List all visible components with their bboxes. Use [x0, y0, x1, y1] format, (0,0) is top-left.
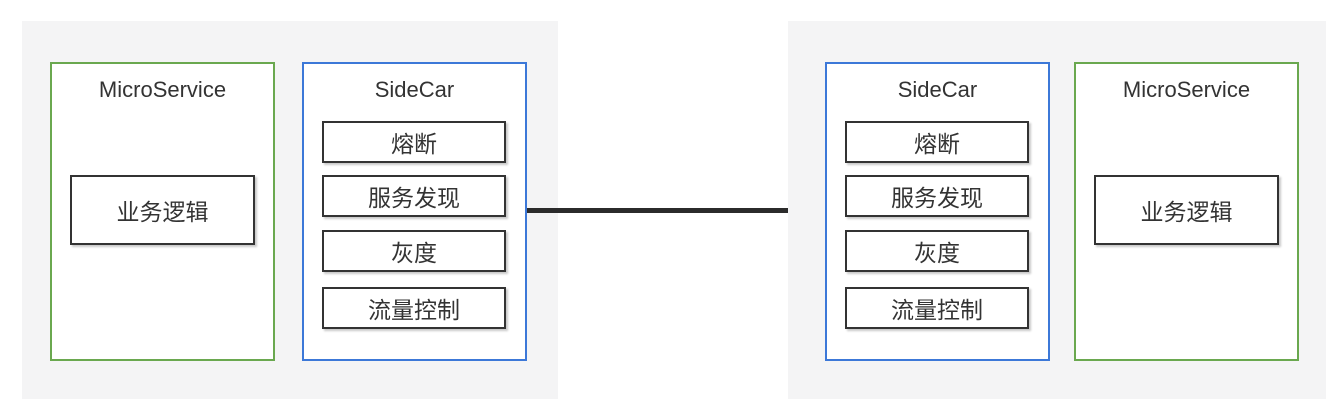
business-logic-box-left: 业务逻辑 [70, 175, 255, 245]
sidecar-item-label: 流量控制 [368, 297, 460, 323]
sidecar-item-gray-release-left: 灰度 [322, 230, 506, 272]
sidecar-item-service-discovery-left: 服务发现 [322, 175, 506, 217]
sidecar-item-gray-release-right: 灰度 [845, 230, 1029, 272]
sidecar-item-circuit-breaker-left: 熔断 [322, 121, 506, 163]
sidecar-item-circuit-breaker-right: 熔断 [845, 121, 1029, 163]
sidecar-item-label: 流量控制 [891, 297, 983, 323]
microservice-box-left: MicroService 业务逻辑 [50, 62, 275, 361]
microservice-title-right: MicroService [1122, 77, 1251, 102]
business-logic-label-right: 业务逻辑 [1140, 199, 1233, 225]
sidecar-item-label: 熔断 [391, 131, 437, 157]
sidecar-item-traffic-control-left: 流量控制 [322, 287, 506, 329]
sidecar-title-left: SideCar [374, 77, 455, 102]
business-logic-label-left: 业务逻辑 [116, 199, 209, 225]
sidecar-box-left: SideCar 熔断 服务发现 灰度 流量控制 [302, 62, 527, 361]
sidecar-box-right: SideCar 熔断 服务发现 灰度 流量控制 [825, 62, 1050, 361]
microservice-box-right: MicroService 业务逻辑 [1074, 62, 1299, 361]
sidecar-item-label: 服务发现 [368, 185, 460, 211]
pod-panel-left: MicroService 业务逻辑 SideCar 熔断 服务发现 灰度 流量控… [22, 21, 558, 399]
sidecar-item-traffic-control-right: 流量控制 [845, 287, 1029, 329]
sidecar-item-label: 熔断 [914, 131, 960, 157]
sidecar-item-label: 服务发现 [891, 185, 983, 211]
sidecar-title-right: SideCar [897, 77, 978, 102]
pod-panel-right: SideCar 熔断 服务发现 灰度 流量控制 MicroService 业务逻… [788, 21, 1326, 399]
sidecar-connector-line [527, 208, 825, 213]
sidecar-item-label: 灰度 [391, 240, 437, 266]
sidecar-item-service-discovery-right: 服务发现 [845, 175, 1029, 217]
business-logic-box-right: 业务逻辑 [1094, 175, 1279, 245]
microservice-title-left: MicroService [98, 77, 227, 102]
sidecar-item-label: 灰度 [914, 240, 960, 266]
